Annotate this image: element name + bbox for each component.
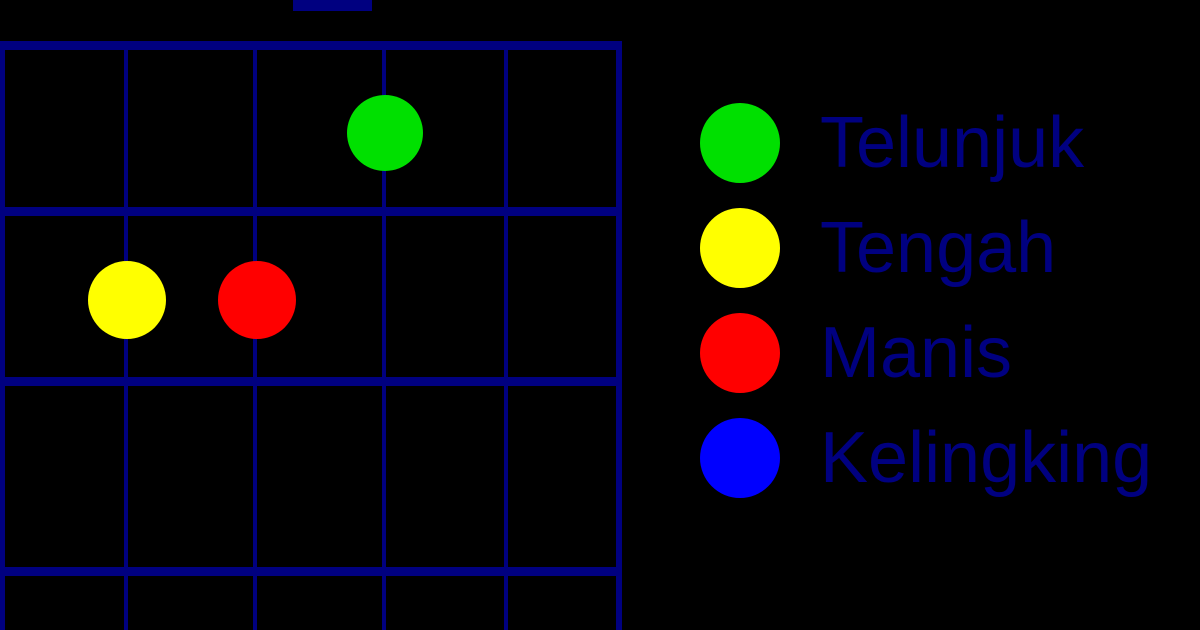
legend-swatch-tengah: [700, 208, 780, 288]
finger-dot-manis: [218, 261, 296, 339]
legend-swatch-telunjuk: [700, 103, 780, 183]
legend-label-manis: Manis: [820, 313, 1013, 393]
legend-swatch-manis: [700, 313, 780, 393]
fretboard-grid: [0, 41, 622, 630]
fret-line-nut: [0, 41, 622, 50]
string-line-5: [504, 41, 508, 630]
legend-label-tengah: Tengah: [820, 208, 1057, 288]
legend-swatch-kelingking: [700, 418, 780, 498]
legend: Telunjuk Tengah Manis Kelingking: [700, 95, 1200, 515]
fret-line-2: [0, 377, 622, 386]
capo-bar: [293, 0, 372, 11]
legend-item-telunjuk[interactable]: Telunjuk: [700, 95, 1200, 200]
string-line-6: [616, 41, 622, 630]
legend-item-tengah[interactable]: Tengah: [700, 200, 1200, 305]
legend-label-kelingking: Kelingking: [820, 418, 1153, 498]
legend-item-kelingking[interactable]: Kelingking: [700, 410, 1200, 515]
string-line-4: [382, 41, 386, 630]
legend-item-manis[interactable]: Manis: [700, 305, 1200, 410]
fret-line-3: [0, 567, 622, 576]
finger-dot-telunjuk: [347, 95, 423, 171]
fret-line-1: [0, 207, 622, 216]
legend-label-telunjuk: Telunjuk: [820, 103, 1085, 183]
string-line-1: [0, 41, 5, 630]
finger-dot-tengah: [88, 261, 166, 339]
